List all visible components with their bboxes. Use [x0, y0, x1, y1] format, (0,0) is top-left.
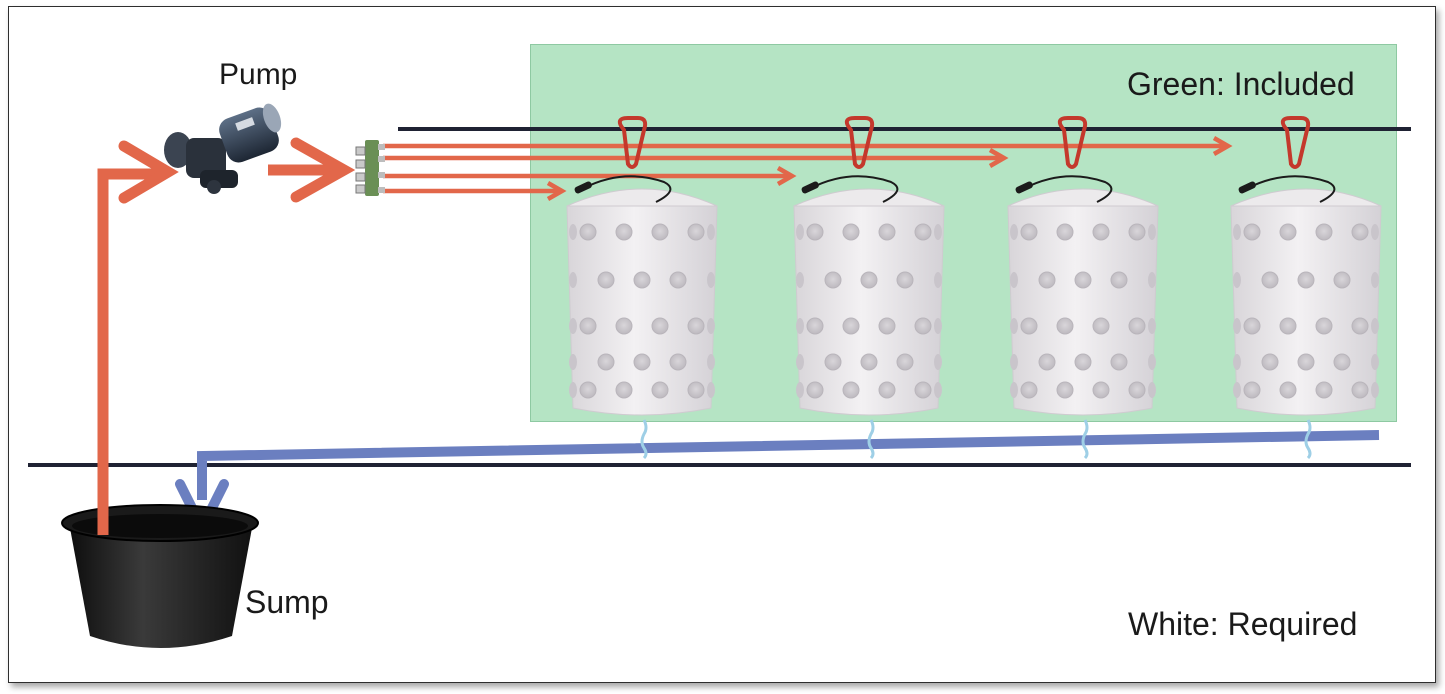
included-legend-label: Green: Included: [1127, 66, 1355, 102]
tower-1: [566, 175, 718, 416]
pump-icon: [164, 103, 282, 194]
towers: [566, 175, 1382, 416]
manifold: [355, 140, 385, 196]
tower-4: [1230, 175, 1382, 416]
tower-3: [1007, 175, 1159, 416]
return-line: [175, 430, 1380, 540]
required-legend-label: White: Required: [1128, 606, 1358, 642]
sump-label: Sump: [245, 584, 329, 620]
drip-streams: [640, 419, 1312, 460]
pump-label: Pump: [219, 58, 298, 91]
carabiner-icons: [617, 116, 1311, 169]
sump-bucket-icon: [61, 504, 259, 648]
supply-line: [97, 137, 356, 535]
manifold-feed-lines: [383, 136, 1233, 201]
tower-2: [793, 175, 945, 416]
